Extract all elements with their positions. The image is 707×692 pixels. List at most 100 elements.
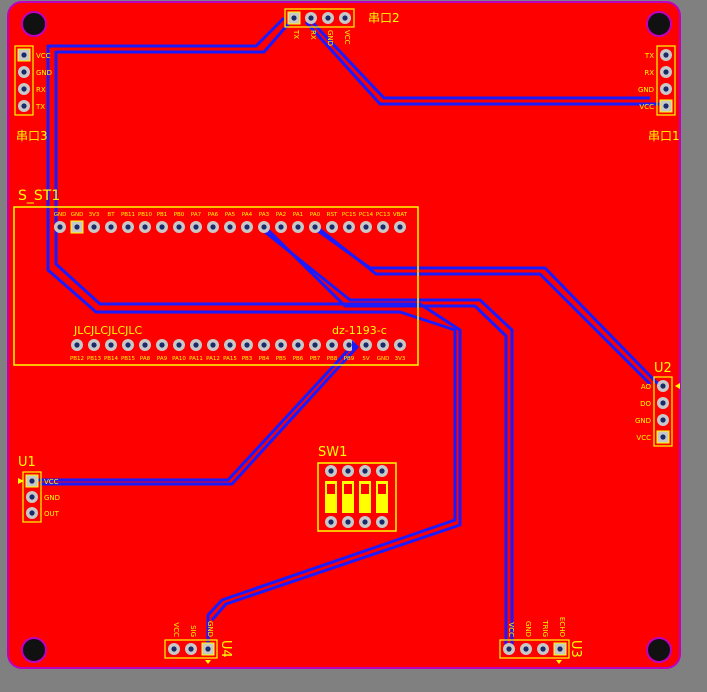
module-pin (139, 339, 151, 351)
module-pin-label: PA9 (157, 356, 168, 362)
module-pin-label: 5V (362, 356, 369, 362)
uart1-pin (660, 83, 672, 95)
uart3-outline (14, 45, 34, 116)
u3-outline (499, 639, 570, 659)
module-pin (377, 339, 389, 351)
module-pin (173, 339, 185, 351)
module-pin-label: PA1 (293, 212, 303, 218)
u2-pin-label: VCC (636, 434, 651, 442)
uart2-ref: 串口2 (368, 11, 400, 25)
uart1-pin-label: TX (644, 52, 654, 60)
module-pin-label: PA10 (172, 356, 186, 362)
module-pin-label: PA7 (191, 212, 202, 218)
uart2-pin-label: TX (292, 29, 300, 39)
module-pin-label: PA12 (206, 356, 220, 362)
u2-pin (656, 430, 670, 444)
module-pin-label: PB12 (70, 356, 84, 362)
module-pin (54, 221, 66, 233)
module-outline (13, 206, 419, 366)
module-pin-label: PA15 (223, 356, 237, 362)
module-pin-label: PA0 (310, 212, 321, 218)
uart2-pin (322, 12, 334, 24)
u2-pin-label: DO (640, 400, 651, 408)
module-pin-label: PA2 (276, 212, 286, 218)
u2-ref: U2 (654, 361, 672, 376)
module-pin (224, 221, 236, 233)
u4-pin (185, 643, 197, 655)
u3-pin-label: ECHO (558, 617, 566, 638)
module-pin-label: PB15 (121, 356, 136, 362)
u3-pin (520, 643, 532, 655)
sw1-ref: SW1 (318, 445, 347, 460)
module-pin-label: GND (71, 212, 84, 218)
module-pin (326, 221, 338, 233)
module-pin-label: BT (107, 212, 115, 218)
module-pin (139, 221, 151, 233)
sw1-actuator-window (327, 484, 335, 494)
u2-pin (657, 380, 669, 392)
uart1-pin-label: VCC (639, 103, 654, 111)
sw1-pin (376, 516, 388, 528)
module-pin-label: PA8 (140, 356, 151, 362)
module-pin (88, 339, 100, 351)
module-pin-label: PB14 (104, 356, 119, 362)
module-pin (207, 339, 219, 351)
u4-pin (168, 643, 180, 655)
u2-outline (653, 376, 673, 447)
module-pin (309, 221, 321, 233)
module-pin-label: PA11 (189, 356, 203, 362)
module-pin (88, 221, 100, 233)
module-pin (394, 339, 406, 351)
module-pin (156, 221, 168, 233)
u3-pin (553, 642, 567, 656)
u4-pin (201, 642, 215, 656)
uart2-pin-label: GND (326, 30, 334, 46)
module-pin-label: PB9 (344, 356, 355, 362)
module-pin (241, 339, 253, 351)
sw1-pin (342, 516, 354, 528)
u1-pin (26, 491, 38, 503)
sw1-pin (342, 465, 354, 477)
module-pin (105, 339, 117, 351)
module-pin-label: PB5 (276, 356, 287, 362)
uart2-pin-label: RX (309, 30, 317, 40)
uart1-pin (660, 66, 672, 78)
u1-pin (25, 474, 39, 488)
u1-outline (22, 471, 42, 523)
sw1-actuator-window (378, 484, 386, 494)
uart2-pin-label: VCC (343, 30, 351, 45)
module-pin (258, 221, 270, 233)
u2-pin-label: AO (641, 383, 652, 391)
module-pin (360, 221, 372, 233)
uart3-pin-label: TX (35, 103, 45, 111)
u4-pin-label: SIG (189, 625, 197, 637)
uart2-pin (305, 12, 317, 24)
u2-pin1-marker (675, 383, 680, 389)
uart2-pin (339, 12, 351, 24)
u4-pin-label: GND (206, 621, 214, 637)
sw1-actuator-window (361, 484, 369, 494)
module-pin-label: PB13 (87, 356, 102, 362)
mounting-holes (21, 11, 672, 663)
module-pin-label: GND (54, 212, 67, 218)
u1-ref: U1 (18, 455, 36, 470)
module-pin-label: PB0 (174, 212, 185, 218)
u1-pin (26, 507, 38, 519)
module-pin (292, 339, 304, 351)
module-pin-label: PA3 (259, 212, 270, 218)
module-pin (70, 220, 84, 234)
module-pin (275, 221, 287, 233)
module-pin (241, 221, 253, 233)
module-pin-label: RST (327, 212, 338, 218)
u2-pin (657, 414, 669, 426)
u4-pin1-marker (205, 660, 211, 664)
sw1-outline (317, 462, 397, 532)
module-pin (343, 221, 355, 233)
uart2-pin (287, 11, 301, 25)
